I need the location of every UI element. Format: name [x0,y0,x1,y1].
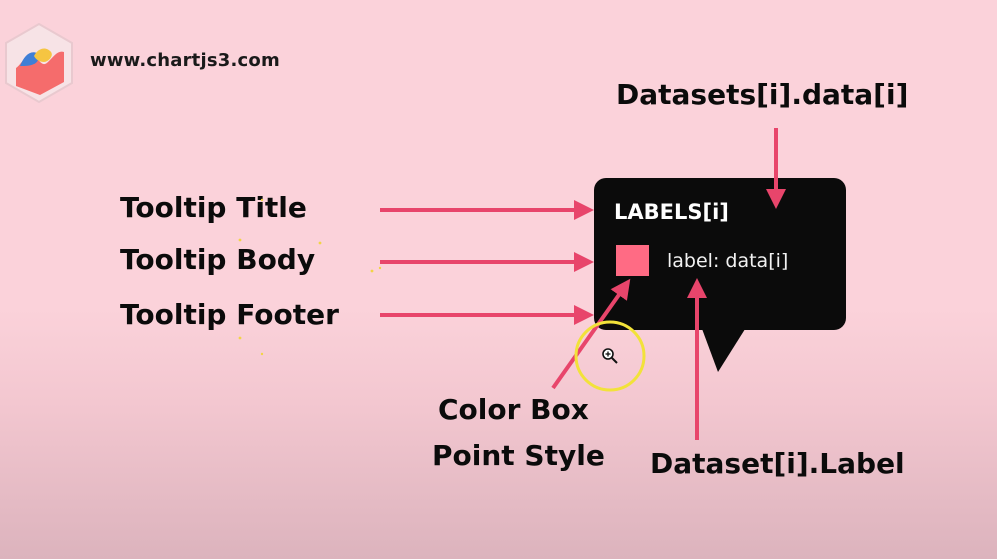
tooltip-color-box [616,245,649,276]
tooltip-body-label: Tooltip Body [120,243,316,276]
dataset-label-label: Dataset[i].Label [650,447,905,480]
tooltip-title-label: Tooltip Title [120,191,307,224]
arrow-color-box [551,278,631,390]
tooltip-footer-label: Tooltip Footer [120,298,339,331]
datasets-data-label: Datasets[i].data[i] [616,78,909,111]
point-style-label: Point Style [432,439,605,472]
chartjs-logo-icon [5,22,73,104]
color-box-label: Color Box [438,393,589,426]
tooltip-body-text: label: data[i] [667,250,789,272]
site-url: www.chartjs3.com [90,50,280,71]
tooltip-title-text: LABELS[i] [614,200,729,224]
tooltip-box: LABELS[i] label: data[i] [594,178,846,330]
